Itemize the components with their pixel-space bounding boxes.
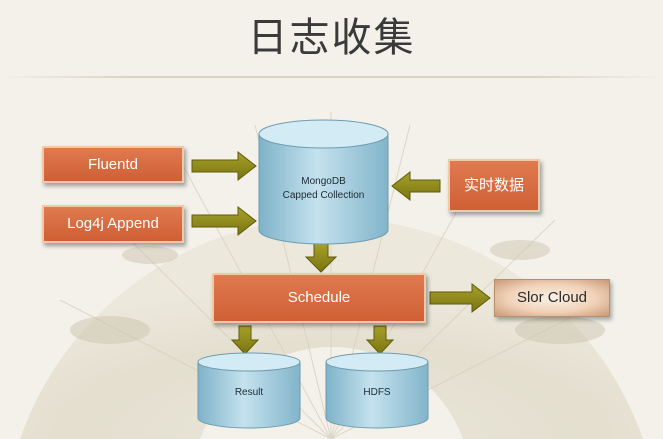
- arrow-schedule-to-hdfs: [365, 325, 395, 355]
- arrow-realtime-to-mongodb: [391, 170, 441, 202]
- title-divider: [0, 76, 663, 78]
- arrow-log4j-to-mongodb: [191, 205, 257, 237]
- schedule-label: Schedule: [287, 289, 351, 306]
- slide-title: 日志收集: [247, 15, 416, 61]
- slor-cloud-box: Slor Cloud: [494, 279, 610, 317]
- database-icon: [325, 352, 429, 429]
- arrow-fluentd-to-mongodb: [191, 150, 257, 182]
- realtime-data-label: 实时数据: [463, 177, 524, 194]
- database-icon: [258, 119, 389, 245]
- result-label: Result: [234, 387, 264, 398]
- schedule-box: Schedule: [212, 273, 426, 323]
- log4j-append-box: Log4j Append: [42, 205, 184, 243]
- database-icon: [197, 352, 301, 429]
- result-cylinder: Result: [197, 352, 301, 430]
- mongodb-cylinder: MongoDB Capped Collection: [257, 118, 390, 246]
- arrow-mongodb-to-schedule: [304, 242, 338, 273]
- mongodb-label-line1: MongoDB: [301, 176, 346, 187]
- fluentd-label: Fluentd: [87, 156, 139, 173]
- fluentd-box: Fluentd: [42, 146, 184, 183]
- mongodb-label-line2: Capped Collection: [282, 190, 365, 201]
- arrow-schedule-to-result: [230, 325, 260, 355]
- realtime-data-box: 实时数据: [448, 159, 540, 212]
- arrow-schedule-to-slorcloud: [429, 282, 491, 314]
- log4j-append-label: Log4j Append: [67, 215, 159, 232]
- hdfs-label: HDFS: [363, 387, 391, 398]
- hdfs-cylinder: HDFS: [325, 352, 429, 430]
- slor-cloud-label: Slor Cloud: [516, 289, 588, 306]
